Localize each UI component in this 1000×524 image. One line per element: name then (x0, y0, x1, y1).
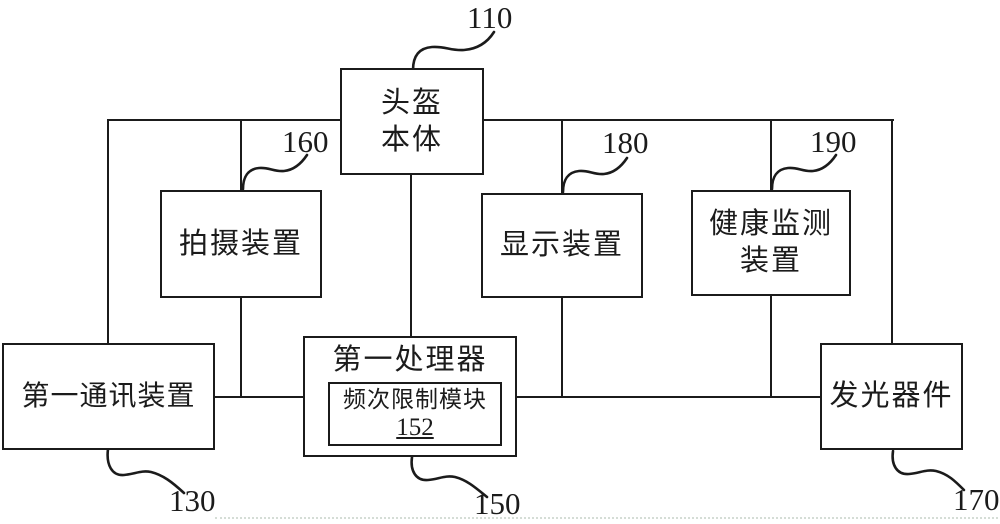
leader-line-170 (891, 449, 966, 492)
camera-node: 拍摄装置 (160, 190, 322, 298)
leader-line-130 (106, 447, 186, 495)
ref-label-150: 150 (474, 486, 521, 521)
branch-line-first-comm (107, 119, 109, 345)
top-bus-line (108, 119, 894, 121)
light-emitter-node: 发光器件 (820, 343, 963, 450)
helmet-processor-line (410, 172, 412, 338)
health-monitor-node: 健康监测 装置 (691, 190, 851, 296)
leader-line-180 (561, 156, 629, 194)
light-emitter-label: 发光器件 (829, 380, 954, 412)
leader-line-160 (241, 153, 309, 191)
ref-label-180: 180 (602, 125, 649, 160)
freq-limit-module-box: 频次限制模块 152 (328, 382, 502, 446)
first-processor-node: 第一处理器 频次限制模块 152 (303, 336, 517, 457)
ref-label-170: 170 (953, 482, 1000, 517)
leader-line-110 (411, 30, 496, 72)
camera-label: 拍摄装置 (178, 227, 303, 260)
leader-line-150 (410, 455, 489, 499)
ref-label-190: 190 (810, 124, 857, 159)
first-comm-node: 第一通讯装置 (2, 343, 215, 450)
display-node: 显示装置 (481, 193, 643, 298)
first-comm-label: 第一通讯装置 (21, 381, 196, 412)
freq-limit-module-label: 频次限制模块 (343, 387, 487, 412)
helmet-body-node: 头盔 本体 (340, 68, 484, 175)
leader-line-190 (770, 153, 838, 191)
ref-label-110: 110 (467, 0, 513, 35)
helmet-body-label: 头盔 本体 (380, 86, 443, 156)
scan-artifact-line (215, 517, 998, 519)
ref-label-130: 130 (169, 483, 216, 518)
freq-limit-module-ref: 152 (396, 414, 434, 441)
branch-line-light-emitter (891, 119, 893, 345)
first-processor-label: 第一处理器 (332, 344, 488, 376)
ref-label-160: 160 (282, 124, 329, 159)
health-monitor-label: 健康监测 装置 (708, 208, 833, 277)
display-label: 显示装置 (499, 229, 624, 261)
